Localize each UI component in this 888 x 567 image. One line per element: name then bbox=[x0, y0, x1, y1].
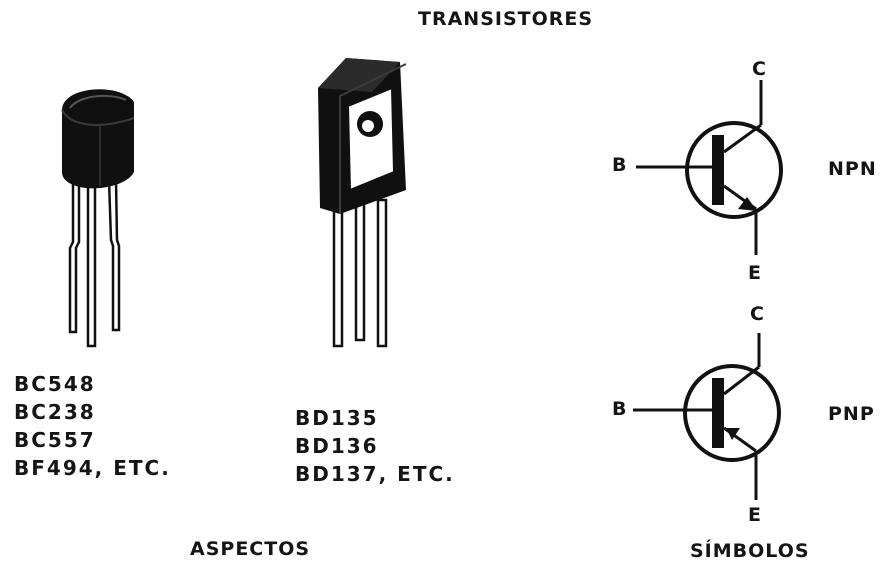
to92-transistor-illustration bbox=[61, 89, 135, 348]
part-number: BC548 bbox=[14, 372, 96, 396]
pnp-emitter-label: E bbox=[748, 504, 762, 526]
npn-emitter-label: E bbox=[748, 262, 762, 284]
aspects-caption: ASPECTOS bbox=[190, 538, 311, 560]
part-number: BD136 bbox=[295, 434, 379, 458]
part-number: BC557 bbox=[14, 428, 96, 452]
small-package-part-list: BC548 BC238 BC557 BF494, ETC. bbox=[14, 370, 171, 482]
part-number: BD137, ETC. bbox=[295, 462, 455, 486]
pnp-collector-label: C bbox=[750, 303, 765, 325]
part-number: BD135 bbox=[295, 406, 379, 430]
part-number: BF494, ETC. bbox=[14, 456, 171, 480]
diagram-title: TRANSISTORES bbox=[418, 8, 594, 30]
symbols-caption: SÍMBOLOS bbox=[690, 540, 810, 562]
pnp-base-label: B bbox=[612, 398, 628, 420]
part-number: BC238 bbox=[14, 400, 96, 424]
npn-base-label: B bbox=[612, 154, 628, 176]
pnp-type-label: PNP bbox=[828, 403, 875, 425]
to126-transistor-illustration bbox=[318, 58, 407, 348]
npn-collector-label: C bbox=[752, 58, 767, 80]
npn-symbol bbox=[636, 80, 783, 255]
pnp-symbol bbox=[633, 333, 781, 500]
npn-type-label: NPN bbox=[828, 158, 877, 180]
power-package-part-list: BD135 BD136 BD137, ETC. bbox=[295, 404, 455, 488]
